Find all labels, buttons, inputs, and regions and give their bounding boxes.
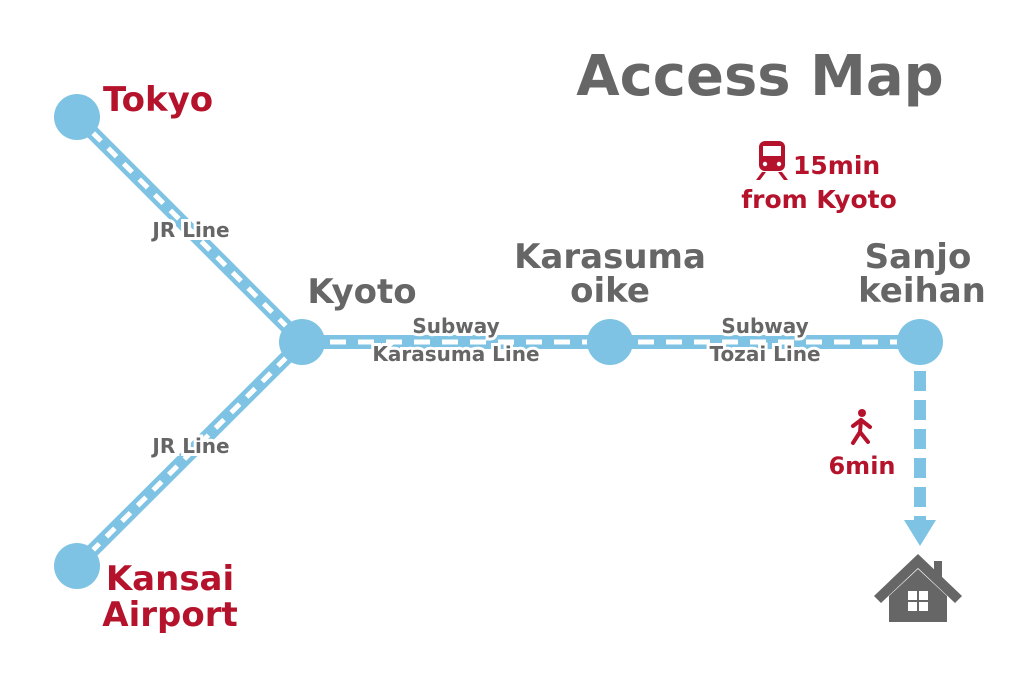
line-label-jr-upper: JR Line bbox=[150, 218, 229, 242]
station-label-oike: oike bbox=[570, 271, 650, 311]
station-node-kyoto bbox=[279, 319, 325, 365]
line-label-subway-1: Subway bbox=[412, 314, 499, 338]
line-label-karasuma-line: Karasuma Line bbox=[372, 342, 539, 366]
jr-line-kyoto-kansai bbox=[72, 337, 307, 571]
train-icon bbox=[756, 141, 788, 180]
station-label-airport: Airport bbox=[102, 595, 237, 635]
station-node-karasuma-oike bbox=[587, 319, 633, 365]
station-label-kansai: Kansai bbox=[106, 559, 234, 599]
train-time: 15min bbox=[793, 151, 880, 180]
station-label-keihan: keihan bbox=[858, 271, 986, 311]
walking-person-icon bbox=[851, 409, 872, 445]
house-icon bbox=[874, 554, 962, 622]
station-label-tokyo: Tokyo bbox=[103, 80, 213, 120]
line-label-jr-lower: JR Line bbox=[150, 434, 229, 458]
line-label-tozai-line: Tozai Line bbox=[709, 342, 820, 366]
station-node-kansai-airport bbox=[54, 543, 100, 589]
walking-route-arrow bbox=[904, 342, 936, 546]
line-label-subway-2: Subway bbox=[721, 314, 808, 338]
walk-time: 6min bbox=[828, 452, 895, 480]
station-label-karasuma: Karasuma bbox=[514, 237, 706, 277]
jr-line-tokyo-kyoto bbox=[72, 112, 307, 347]
station-node-sanjo-keihan bbox=[897, 319, 943, 365]
station-label-sanjo: Sanjo bbox=[865, 237, 972, 277]
station-node-tokyo bbox=[54, 94, 100, 140]
page-title: Access Map bbox=[576, 44, 943, 109]
train-from-text: from Kyoto bbox=[741, 185, 897, 214]
station-label-kyoto: Kyoto bbox=[307, 272, 416, 312]
